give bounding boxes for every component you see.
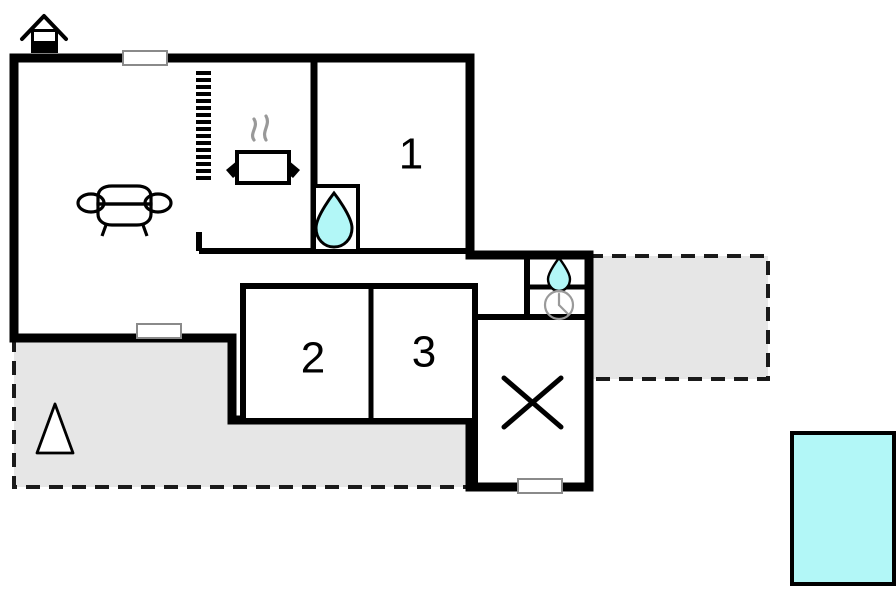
- terrace-left: [12, 338, 470, 489]
- room-label-bedroom-3: 3: [412, 328, 436, 377]
- terrace-right-fill: [589, 256, 768, 379]
- terrace-right: [589, 254, 770, 381]
- clock-icon: [543, 289, 575, 321]
- terrace-right-dashed-border: [589, 254, 770, 381]
- cross-icon: [501, 375, 564, 430]
- terrace-left-dashed-border: [12, 338, 470, 489]
- terrace-left-fill: [14, 338, 470, 487]
- sofa-icon: [76, 184, 173, 237]
- window-symbol-bottom: [517, 478, 563, 494]
- room-label-bedroom-2: 2: [301, 334, 325, 383]
- window-symbol-left-lower: [136, 323, 182, 339]
- water-drop-icon-bathroom: [314, 190, 354, 249]
- swimming-pool: [790, 431, 896, 586]
- house-entrance-icon: [20, 14, 68, 53]
- room-label-bedroom-1: 1: [399, 130, 423, 179]
- cooking-pot-icon: [226, 114, 300, 185]
- parasol-icon: [35, 402, 75, 455]
- bedroom-block-2-3: [240, 283, 478, 424]
- window-symbol-top: [122, 50, 168, 66]
- staircase-icon: [196, 71, 211, 180]
